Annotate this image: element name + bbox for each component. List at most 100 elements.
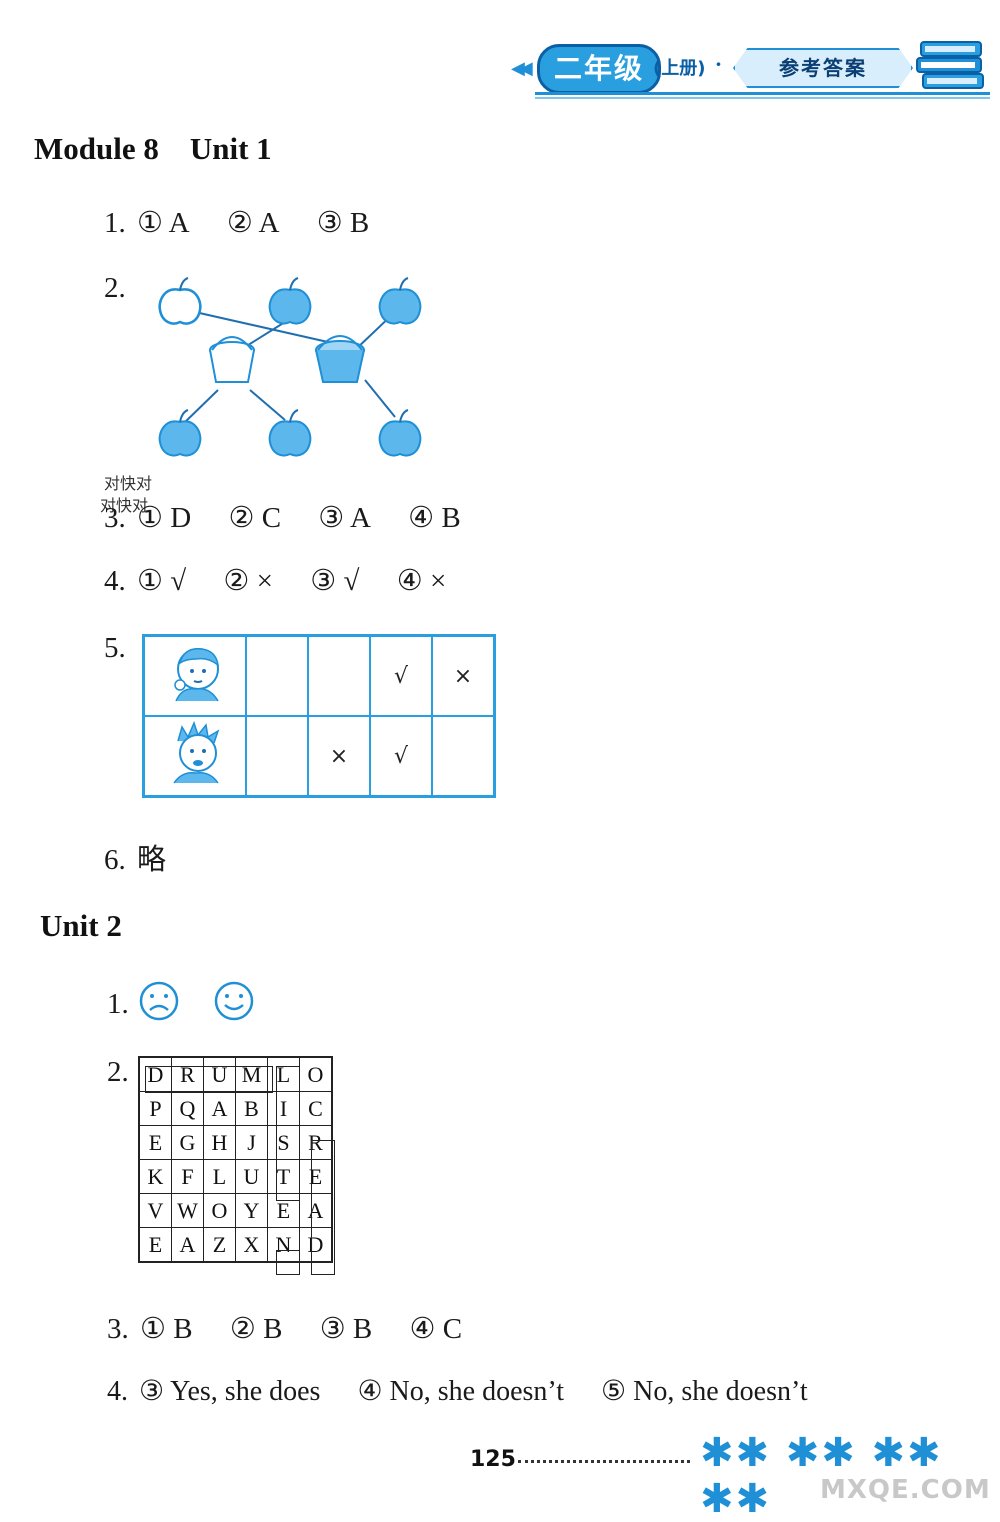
grid-letter: Q <box>171 1091 204 1126</box>
section-title: Module 8 Unit 1 <box>34 131 272 166</box>
answer-item: ③ B <box>316 207 370 239</box>
grid-letter: L <box>203 1159 236 1194</box>
answer-item: ④ C <box>409 1313 463 1345</box>
grid-letter: Z <box>203 1227 236 1263</box>
header-rule-light <box>535 97 990 99</box>
answer-item: ② × <box>223 565 274 597</box>
grid-letter: E <box>267 1193 300 1228</box>
grid-letter: M <box>235 1056 268 1092</box>
answer-item: ④ B <box>408 502 461 534</box>
apple-icon <box>268 409 312 457</box>
answer-item: ② A <box>226 207 280 239</box>
word-highlight-n <box>276 1250 300 1275</box>
table-cell <box>431 715 496 798</box>
separator-dot: · <box>715 52 722 76</box>
answer-item: ③ A <box>318 502 371 534</box>
answer-item: ③ B <box>319 1313 373 1345</box>
double-arrow-icon: ◀◀ <box>511 58 533 79</box>
answer-item: ① A <box>137 207 190 239</box>
word-highlight-read <box>311 1140 335 1275</box>
answer-line-1: 1. ① A ② A ③ B <box>104 205 399 240</box>
grid-letter: U <box>203 1056 236 1092</box>
answer-line-3: 3. ① D ② C ③ A ④ B <box>104 500 491 535</box>
answer-line-4: 4. ① √ ② × ③ √ ④ × <box>104 563 476 598</box>
grid-letter: S <box>267 1125 300 1160</box>
table-cell: × <box>431 634 496 717</box>
grid-letter: R <box>171 1056 204 1092</box>
faint-label: 对快对 <box>100 496 149 515</box>
question-number: 6. <box>104 844 126 876</box>
apple-icon <box>158 277 202 325</box>
question-number: 2. <box>104 272 126 304</box>
grid-letter: P <box>138 1091 172 1126</box>
watermark: MXQE.COM <box>820 1475 991 1505</box>
apple-icon <box>378 277 422 325</box>
grid-letter: T <box>267 1159 300 1194</box>
grid-letter: O <box>299 1056 333 1092</box>
grid-letter: A <box>171 1227 204 1263</box>
table-cell: √ <box>369 634 433 717</box>
answer-item: ④ × <box>396 565 447 597</box>
table-cell: √ <box>369 715 433 798</box>
section-title: Unit 2 <box>40 908 122 943</box>
answer-line-3b: 3. ① B ② B ③ B ④ C <box>107 1311 492 1346</box>
table-cell <box>307 634 371 717</box>
grid-letter: F <box>171 1159 204 1194</box>
happy-face-icon <box>214 981 254 1021</box>
answer-item: ② B <box>229 1313 283 1345</box>
answer-item: ④ No, she doesn’t <box>357 1376 565 1407</box>
grid-letter: A <box>203 1091 236 1126</box>
grid-letter: Y <box>235 1193 268 1228</box>
word-highlight-drum <box>145 1066 273 1093</box>
term-label: (上册) <box>653 58 706 79</box>
grid-letter: C <box>299 1091 333 1126</box>
basket-icon <box>209 336 255 383</box>
answer-item: 略 <box>137 842 167 876</box>
boy-face-icon <box>142 634 247 717</box>
table-cell <box>245 634 309 717</box>
question-number: 4. <box>104 565 126 597</box>
grid-letter: H <box>203 1125 236 1160</box>
dotted-leader <box>518 1460 690 1463</box>
grid-letter: B <box>235 1091 268 1126</box>
sad-face-icon <box>139 981 179 1021</box>
grid-letter: X <box>235 1227 268 1263</box>
grid-letter: E <box>299 1159 333 1194</box>
grade-badge: 二年级 <box>537 44 661 94</box>
answer-line-4b: 4. ③ Yes, she does ④ No, she doesn’t ⑤ N… <box>107 1374 808 1408</box>
grid-letter: N <box>267 1227 300 1263</box>
word-highlight-list <box>276 1066 300 1201</box>
grid-letter: E <box>138 1227 172 1263</box>
spiky-boy-face-icon <box>142 715 247 798</box>
basket-icon <box>315 335 365 383</box>
grid-letter: O <box>203 1193 236 1228</box>
question-number: 3. <box>104 502 126 534</box>
answer-item: ③ √ <box>310 565 360 597</box>
answer-line-6: 6. 略 <box>104 836 196 878</box>
apple-icon <box>378 409 422 457</box>
grid-letter: G <box>171 1125 204 1160</box>
answer-item: ② C <box>228 502 282 534</box>
answer-key-label: 参考答案 <box>733 48 913 88</box>
page-header: ◀◀ 二年级 (上册) · 参考答案 <box>505 38 995 108</box>
apple-icon <box>158 409 202 457</box>
question-number: 1. <box>107 988 129 1020</box>
answer-item: ① D <box>137 502 192 534</box>
table-cell: × <box>307 715 371 798</box>
matching-diagram <box>158 277 422 457</box>
grid-letter: W <box>171 1193 204 1228</box>
header-rule <box>535 92 990 95</box>
answer-item: ① √ <box>137 565 187 597</box>
grid-letter: U <box>235 1159 268 1194</box>
grid-letter: V <box>138 1193 172 1228</box>
table-cell <box>245 715 309 798</box>
question-number: 3. <box>107 1313 129 1345</box>
book-stack-icon <box>916 41 984 89</box>
faint-label: 对快对 <box>104 474 153 493</box>
